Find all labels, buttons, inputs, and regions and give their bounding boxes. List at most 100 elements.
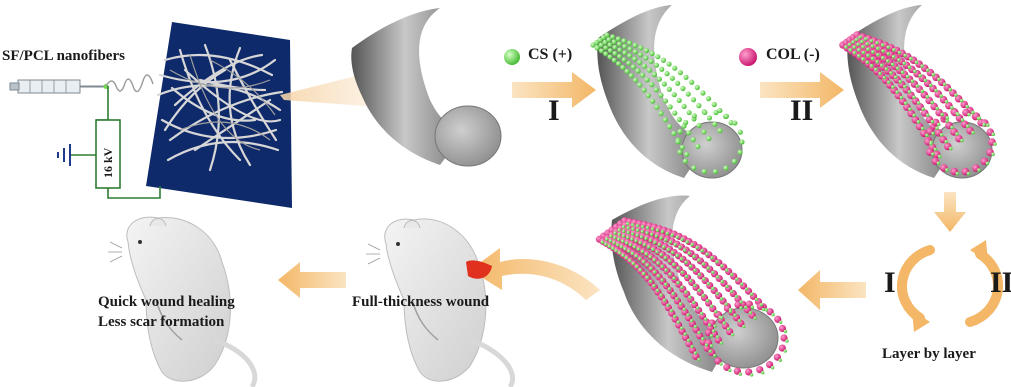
cs-particle [611, 39, 616, 44]
cs-particle [712, 329, 715, 332]
cs-particle [620, 245, 623, 248]
cs-particle [690, 243, 693, 246]
cs-particle [929, 83, 933, 87]
cs-particle [651, 248, 654, 251]
cs-particle [861, 45, 865, 49]
cs-particle [608, 48, 613, 53]
cs-particle [876, 47, 880, 51]
fiber-uncoated [351, 8, 501, 166]
cs-particle [633, 245, 636, 248]
cs-particle [753, 316, 756, 319]
cs-particle [705, 343, 708, 346]
cs-particle [617, 54, 622, 59]
cs-particle [929, 142, 933, 146]
cs-particle [613, 236, 616, 239]
cs-particle [713, 324, 716, 327]
cs-particle [659, 293, 662, 296]
cs-particle [692, 113, 697, 118]
cs-particle [991, 132, 995, 136]
cs-particle [937, 161, 941, 165]
cs-particle [937, 123, 941, 127]
cs-particle [785, 339, 788, 342]
cs-particle [676, 266, 679, 269]
cs-particle [695, 246, 698, 249]
cs-particle [956, 113, 960, 117]
cs-particle [706, 299, 709, 302]
cs-particle [677, 117, 682, 122]
cs-particle [926, 113, 930, 117]
cs-particle [706, 96, 711, 101]
cs-particle [945, 168, 949, 172]
cs-particle [690, 345, 693, 348]
cs-particle [696, 103, 701, 108]
cs-particle [692, 255, 695, 258]
cs-particle [724, 302, 727, 305]
cs-particle [641, 250, 644, 253]
cs-particle [965, 105, 969, 109]
cs-particle [697, 331, 700, 334]
cs-particle [691, 97, 696, 102]
cs-particle [737, 150, 742, 155]
cs-particle [654, 63, 659, 68]
cs-particle [700, 249, 703, 252]
cs-particle [856, 43, 860, 47]
cs-particle [631, 232, 634, 235]
cs-particle [685, 240, 688, 243]
fiber-col-coated [839, 5, 997, 178]
cs-particle [950, 106, 954, 110]
cs-particle [642, 64, 647, 69]
cs-particle [704, 317, 707, 320]
cs-particle [633, 78, 638, 83]
cs-particle [675, 235, 678, 238]
cs-particle [664, 256, 667, 259]
cs-particle [675, 139, 680, 144]
cs-particle [617, 41, 622, 46]
cs-particle [668, 104, 673, 109]
cs-particle [677, 129, 682, 134]
cs-particle [742, 325, 745, 328]
cs-particle [658, 243, 661, 246]
cs-particle [649, 280, 652, 283]
cs-particle [605, 237, 608, 240]
cs-particle [851, 40, 855, 44]
cs-particle [617, 238, 620, 241]
cs-particle [967, 172, 971, 176]
cs-particle [903, 85, 907, 89]
cs-particle [689, 80, 694, 85]
cs-particle [920, 64, 924, 68]
cs-particle [673, 315, 676, 318]
cs-legend-label: CS (+) [528, 46, 572, 64]
cs-particle [618, 228, 621, 231]
cs-particle [892, 55, 896, 59]
cs-particle [883, 76, 887, 80]
ground-icon [58, 144, 70, 166]
cs-particle [955, 132, 959, 136]
cs-particle [688, 295, 691, 298]
step-one-label: I [548, 94, 560, 128]
cs-particle [657, 274, 660, 277]
cs-particle [685, 275, 688, 278]
cs-particle [680, 286, 683, 289]
cs-particle [662, 245, 665, 248]
cs-particle [614, 249, 617, 252]
cs-particle [701, 337, 704, 340]
cs-particle [926, 68, 930, 72]
cs-particle [616, 243, 619, 246]
cs-particle [725, 285, 728, 288]
cs-particle [671, 131, 676, 136]
cs-particle [604, 32, 609, 37]
cycle-one-label: I [884, 266, 896, 300]
cs-particle [636, 229, 639, 232]
arrow-to-wound-mouse [470, 248, 600, 300]
cs-particle [633, 49, 638, 54]
cs-particle [720, 280, 723, 283]
arrow-to-multilayer [798, 270, 866, 310]
cs-particle [702, 294, 705, 297]
cs-particle [945, 100, 949, 104]
cs-particle [635, 68, 640, 73]
fiber-jet [106, 75, 153, 92]
cs-particle [671, 233, 674, 236]
cs-particle [698, 273, 701, 276]
cs-particle [750, 373, 753, 376]
cs-particle [945, 119, 949, 123]
